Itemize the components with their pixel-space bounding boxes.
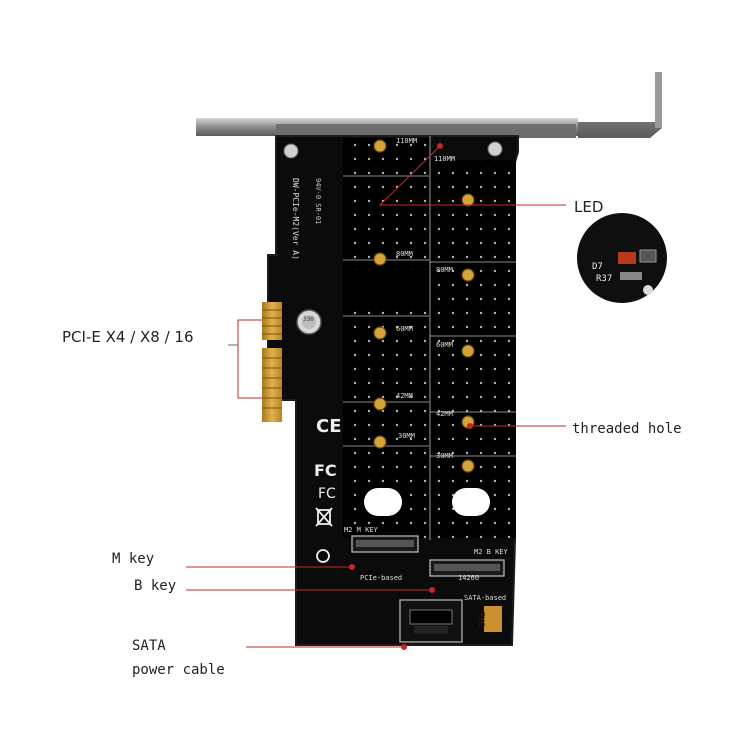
inset-d7: D7 <box>592 262 603 272</box>
callout-lines <box>186 143 566 650</box>
metal-bracket <box>196 72 662 138</box>
inset-r37: R37 <box>596 274 613 284</box>
txc-logo <box>484 606 502 632</box>
capacitor-value: 330 <box>303 316 314 323</box>
slot-80-left-label: 80MM <box>396 250 413 258</box>
screw-right <box>487 141 503 157</box>
svg-text:CE: CE <box>316 416 342 437</box>
m2-connector-b-key <box>429 559 505 577</box>
logo-text: TXC <box>477 612 486 627</box>
m2-m-key-text: M2 M KEY <box>344 526 378 534</box>
cutout-holes <box>364 488 490 516</box>
slot-b-key-area <box>430 160 516 538</box>
label-m-key: M key <box>112 551 155 567</box>
led-inset <box>577 213 667 303</box>
slot-30-left-label: 30MM <box>398 432 415 440</box>
slot-110-left-label: 110MM <box>396 137 418 145</box>
svg-text:FC: FC <box>314 461 337 480</box>
slot-80-right-label: 80MM <box>436 266 453 274</box>
slot-30-right-label: 30MM <box>436 452 453 460</box>
slot-m-key-area <box>343 138 429 538</box>
slot-110-right-label: 110MM <box>434 155 456 163</box>
m2-b-key-text: M2 B KEY <box>474 548 508 556</box>
slot-42-left-label: 42MM <box>396 392 413 400</box>
chip-code-text: 14260 <box>458 574 480 582</box>
standoff-holes <box>373 139 475 473</box>
pcie-based-text: PCIe-based <box>360 574 403 582</box>
slot-60-right-label: 60MM <box>436 341 453 349</box>
m2-connector-m-key <box>351 535 419 553</box>
svg-text:FC: FC <box>318 486 336 502</box>
slot-42-right-label: 42MM <box>436 410 453 418</box>
label-pcie: PCI-E X4 / X8 / 16 <box>62 328 194 346</box>
sata-based-text: SATA-based <box>464 594 507 602</box>
slot-60-left-label: 60MM <box>396 325 413 333</box>
cert-marks: CE FC FC <box>314 416 342 563</box>
label-sata-line1: SATA <box>132 638 166 654</box>
board-model-text: DW-PCIe-M2(Ver A) <box>291 178 300 260</box>
capacitor <box>296 309 322 335</box>
sata-connector <box>399 599 463 643</box>
screw-left <box>283 143 299 159</box>
board-rating-text: 94V-0 SR-01 <box>314 178 322 225</box>
label-threaded-hole: threaded hole <box>572 421 682 437</box>
label-sata-line2: power cable <box>132 662 225 678</box>
label-led: LED <box>574 198 604 216</box>
label-b-key: B key <box>134 578 177 594</box>
pcie-gold-fingers <box>262 302 282 422</box>
